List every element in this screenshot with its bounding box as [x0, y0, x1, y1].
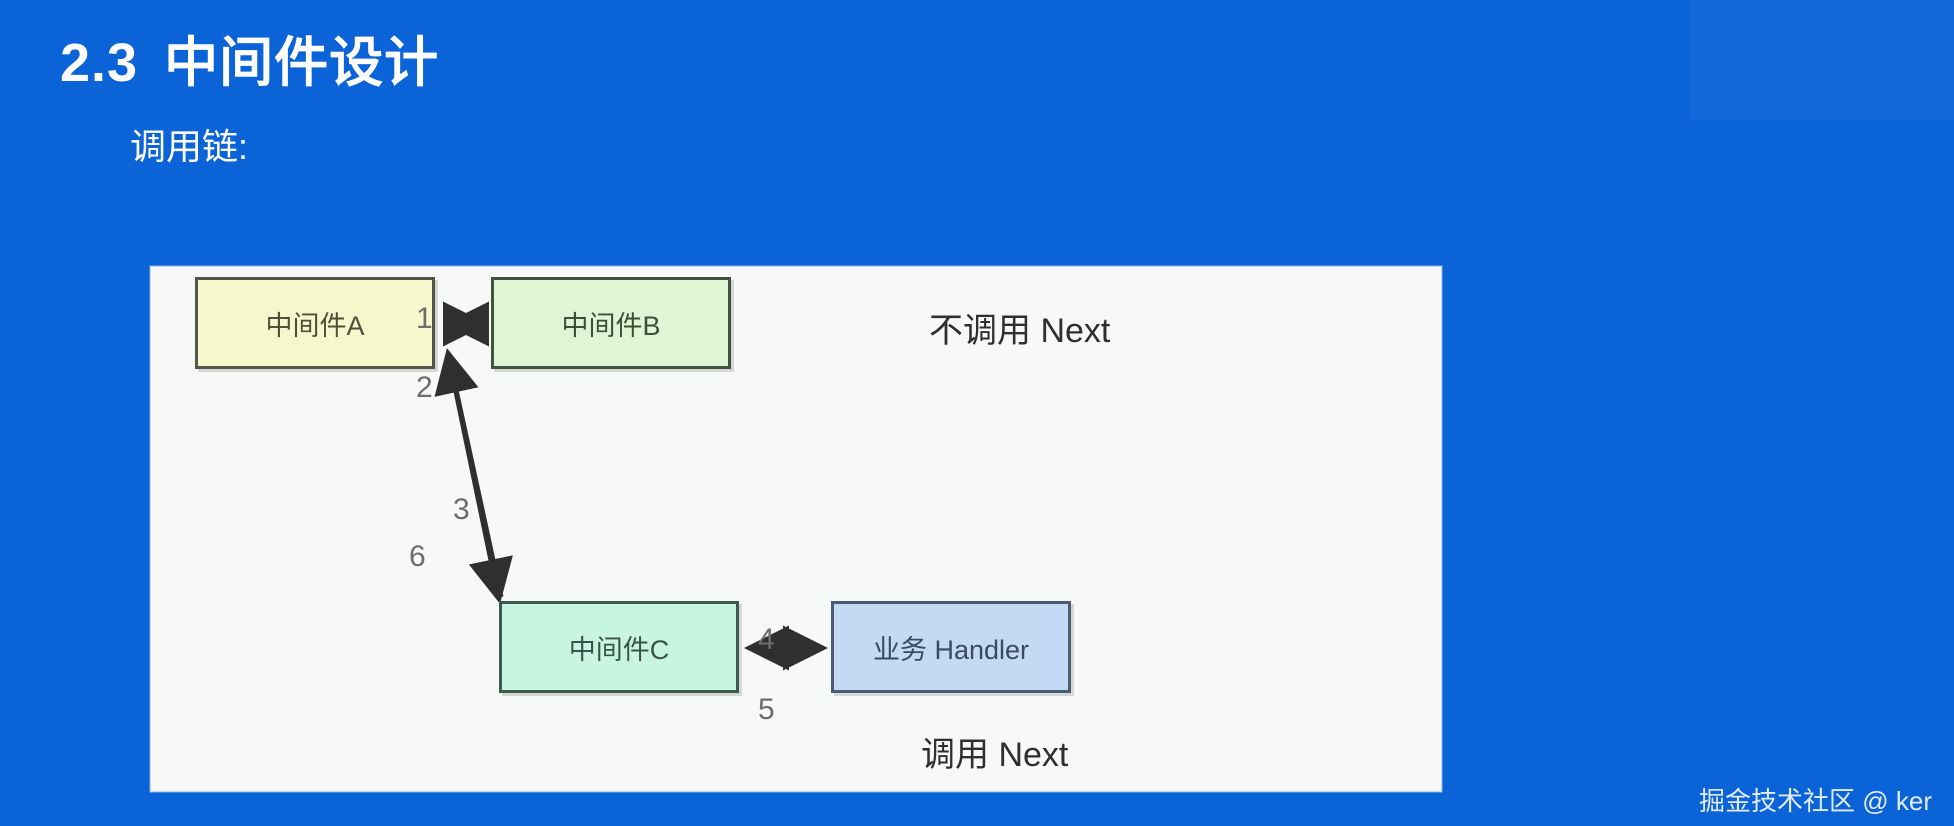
page-title: 2.3 中间件设计: [60, 18, 439, 97]
edge-a-to-c: [445, 352, 513, 604]
edge-label-6: 6: [409, 540, 426, 573]
node-middleware-a[interactable]: 中间件A: [195, 277, 435, 369]
edge-label-3: 3: [453, 493, 470, 526]
node-middleware-c[interactable]: 中间件C: [499, 601, 739, 693]
watermark: 掘金技术社区 @ ker: [1699, 786, 1932, 816]
node-middleware-b-label: 中间件B: [561, 310, 661, 341]
edge-label-4: 4: [758, 623, 775, 656]
annotation-call-next: 调用 Next: [921, 736, 1069, 774]
page-title-number: 2.3: [60, 33, 139, 93]
edge-label-2: 2: [416, 371, 433, 404]
diagram-edges-svg: [434, 301, 828, 671]
edge-label-1: 1: [416, 302, 433, 335]
background-artifact: [1690, 0, 1954, 120]
node-business-handler[interactable]: 业务 Handler: [831, 601, 1071, 693]
node-business-handler-label: 业务 Handler: [872, 634, 1030, 665]
page-subtitle: 调用链:: [130, 126, 249, 167]
node-middleware-b[interactable]: 中间件B: [491, 277, 731, 369]
annotation-no-next: 不调用 Next: [929, 312, 1111, 350]
node-middleware-c-label: 中间件C: [568, 634, 670, 665]
node-middleware-a-label: 中间件A: [265, 310, 365, 341]
call-chain-diagram: 中间件A 中间件B 中间件C 业务 Handler 1 2 3 6 4 5 不调…: [151, 267, 1441, 791]
diagram-panel: 中间件A 中间件B 中间件C 业务 Handler 1 2 3 6 4 5 不调…: [150, 266, 1442, 792]
edge-label-5: 5: [758, 693, 775, 726]
page-title-text: 中间件设计: [164, 33, 440, 93]
